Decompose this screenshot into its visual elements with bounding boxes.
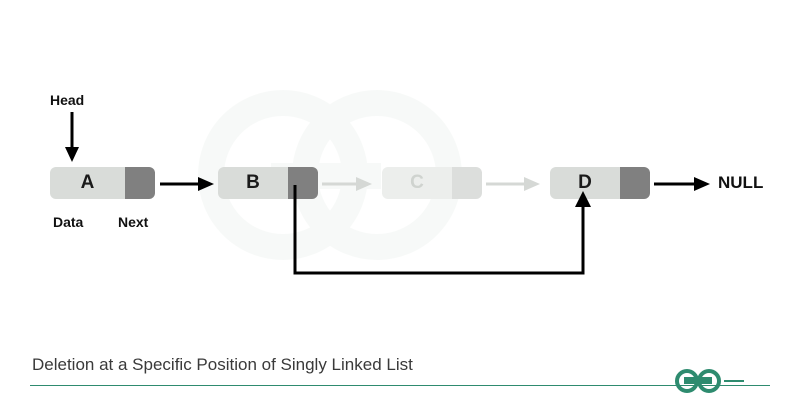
- node-b-next-cell: [288, 167, 318, 199]
- node-d-value: D: [550, 167, 620, 199]
- footer-divider: [30, 385, 770, 386]
- next-label: Next: [118, 214, 149, 230]
- arrow-d-to-null-icon: [654, 177, 710, 191]
- node-d-next-cell: [620, 167, 650, 199]
- data-label: Data: [53, 214, 84, 230]
- head-arrow-icon: [65, 112, 79, 162]
- node-d: D: [550, 167, 650, 199]
- node-c: C: [382, 167, 482, 199]
- node-a: A: [50, 167, 155, 199]
- null-label: NULL: [718, 173, 764, 192]
- geeksforgeeks-logo-icon: [675, 369, 744, 393]
- node-c-next-cell: [452, 167, 482, 199]
- node-b-value: B: [218, 167, 288, 199]
- figure-caption: Deletion at a Specific Position of Singl…: [32, 355, 413, 374]
- arrow-b-to-c-icon: [322, 177, 372, 191]
- node-a-value: A: [50, 167, 125, 199]
- arrow-c-to-d-icon: [486, 177, 540, 191]
- node-c-value: C: [382, 167, 452, 199]
- node-a-next-cell: [125, 167, 155, 199]
- node-b: B: [218, 167, 318, 199]
- head-label: Head: [50, 92, 85, 108]
- relink-path-b-to-d-icon: [293, 185, 591, 275]
- arrow-a-to-b-icon: [160, 177, 214, 191]
